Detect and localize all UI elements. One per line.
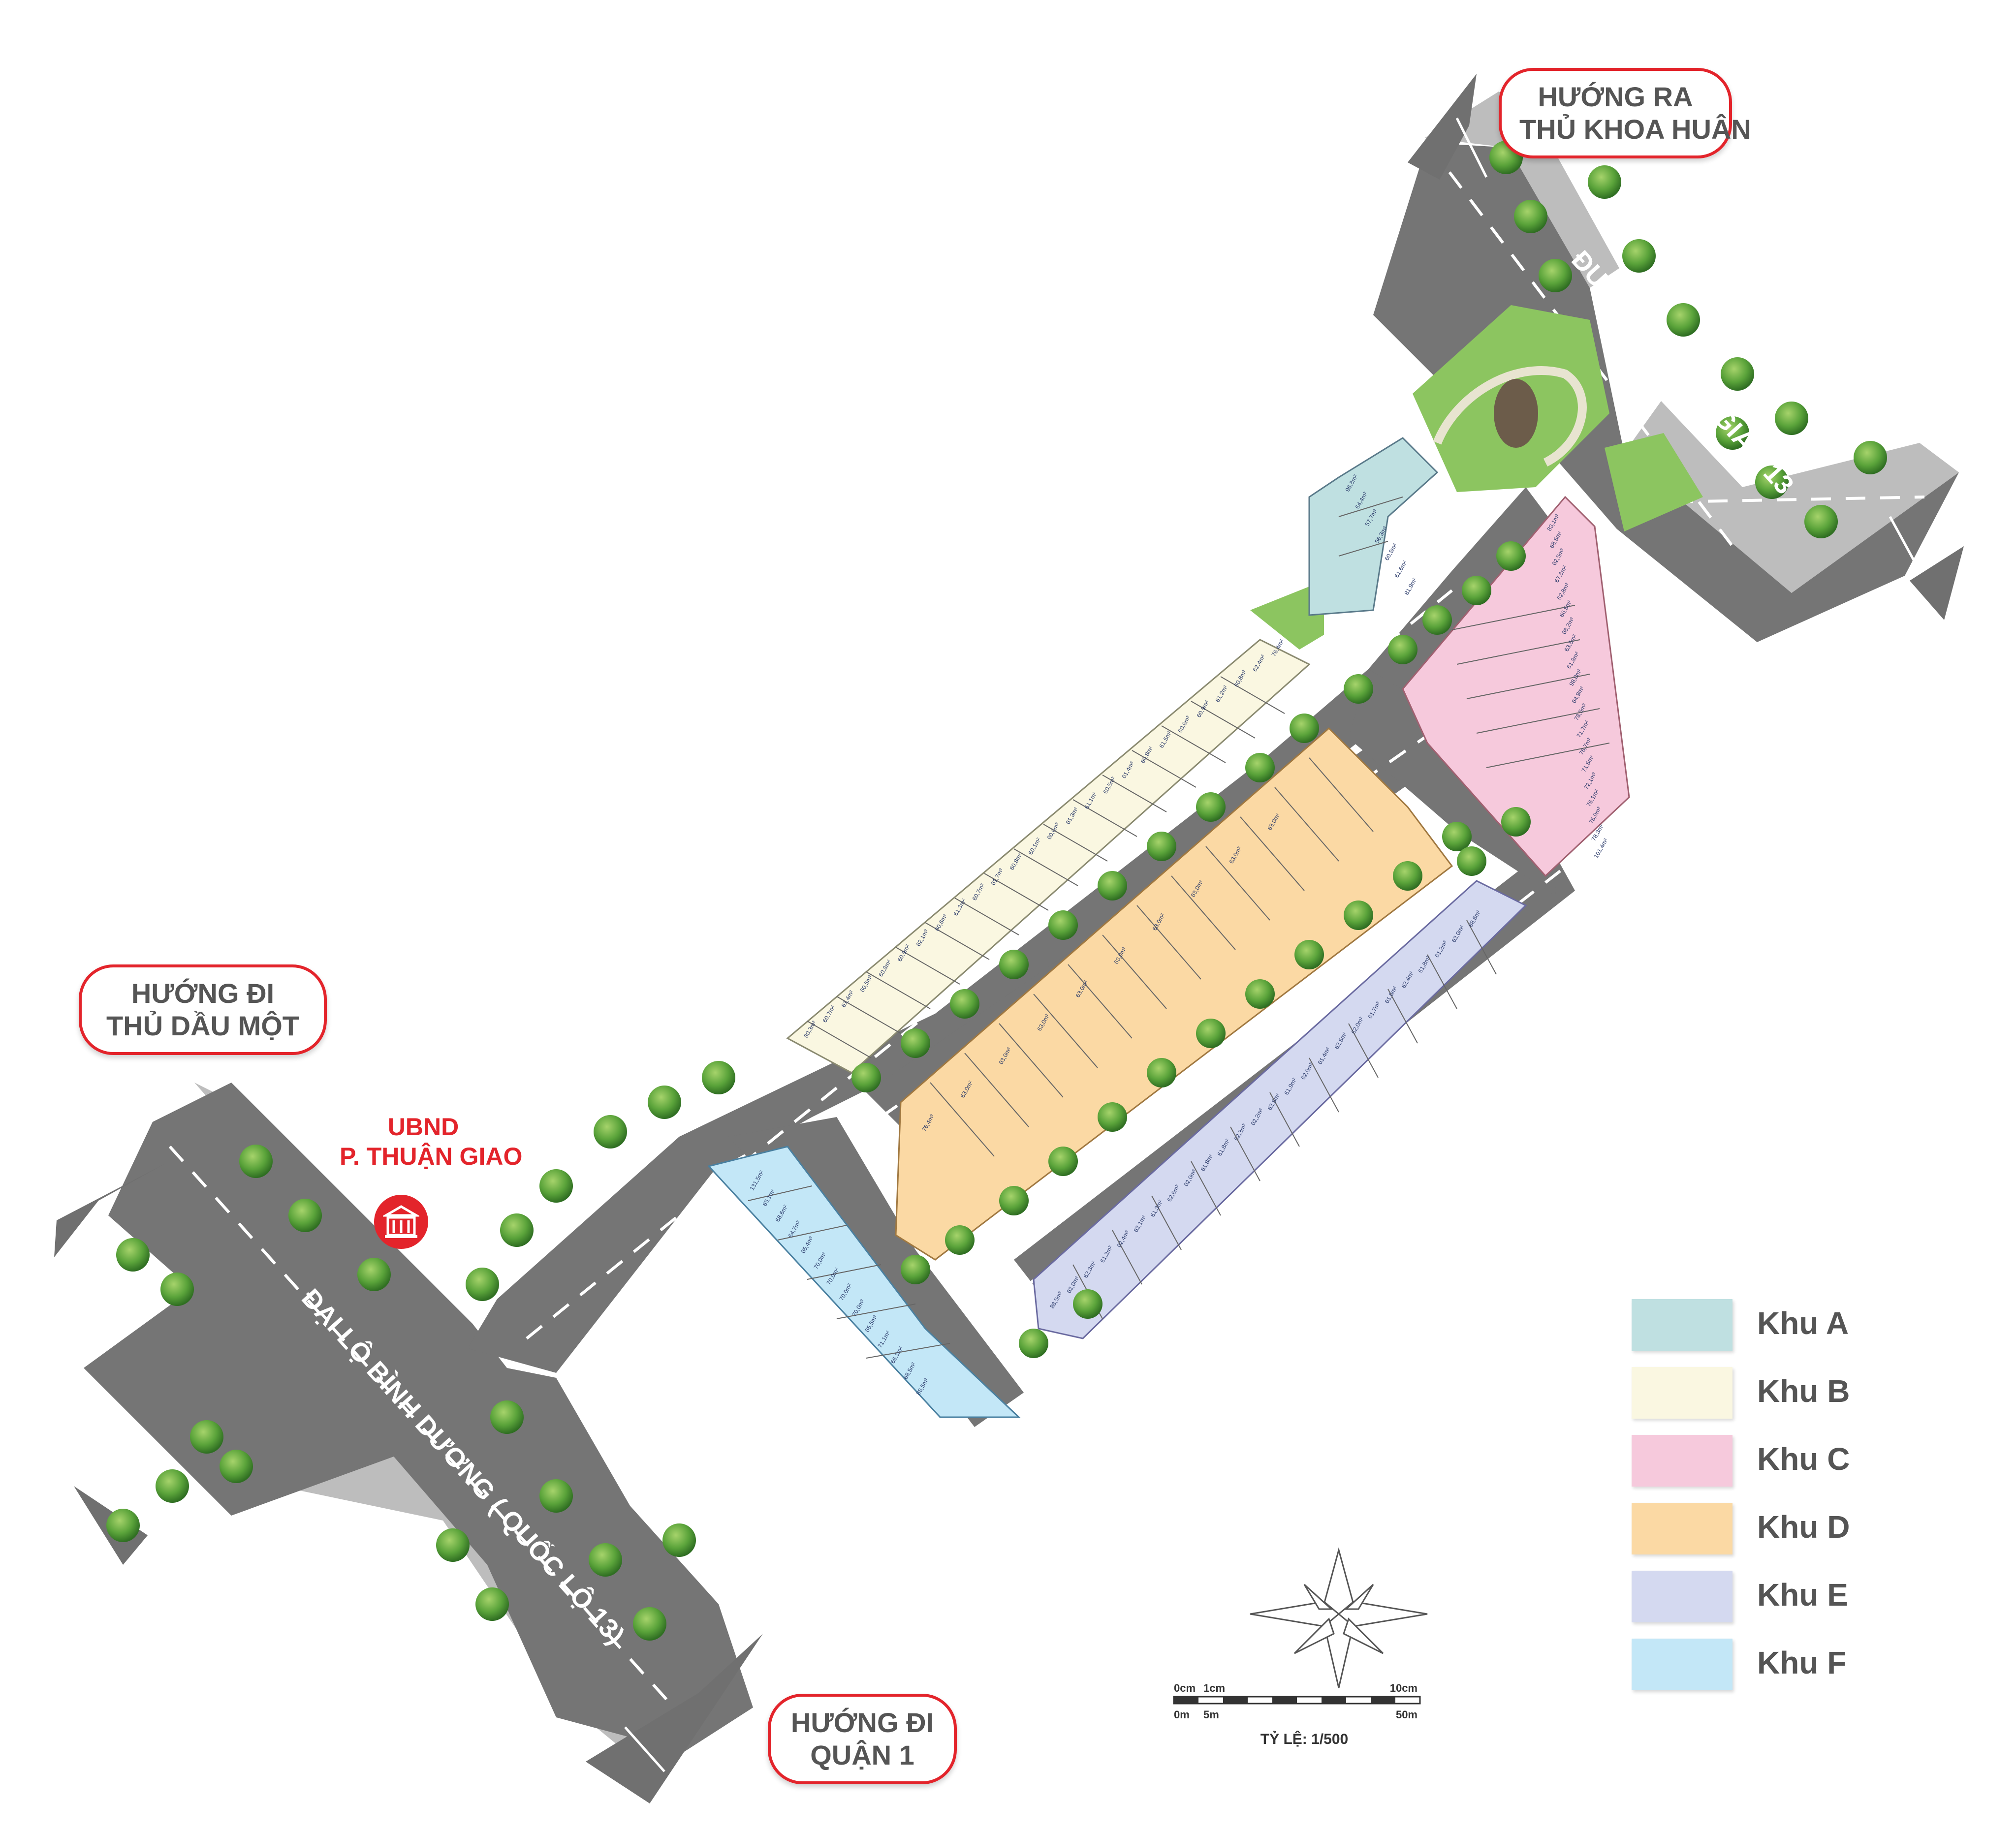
road-internal-north	[468, 487, 1555, 1373]
scale-title: TỶ LỆ: 1/500	[1260, 1731, 1349, 1747]
direction-callout-thu-khoa-huan: HƯỚNG RA THỦ KHOA HUÂN	[1499, 68, 1751, 158]
zone-legend: Khu A Khu B Khu C Khu D Khu E Khu F	[1632, 1299, 1907, 1707]
scale-bottom-tick: 0m	[1174, 1708, 1190, 1721]
lot-area-label: 81,9m²	[1403, 577, 1418, 596]
callout-line: THỦ DẦU MỘT	[106, 1010, 299, 1041]
zone-f-block	[707, 1146, 1021, 1418]
callout-line: HƯỚNG ĐI	[131, 978, 275, 1009]
direction-callout-quan-1: HƯỚNG ĐI QUẬN 1	[768, 1694, 957, 1784]
legend-item: Khu B	[1632, 1367, 1907, 1435]
legend-swatch	[1632, 1367, 1732, 1419]
scale-ticks: 0cm 1cm 10cm 0m 5m 50m	[1174, 1682, 1418, 1721]
legend-swatch	[1632, 1639, 1732, 1690]
ubnd-line: UBND	[387, 1113, 459, 1141]
direction-arrows	[54, 74, 1964, 1803]
scale-top-tick: 1cm	[1203, 1682, 1225, 1694]
callout-line: HƯỚNG RA	[1538, 81, 1693, 112]
zone-a-block	[1308, 437, 1439, 616]
zone-d-block	[895, 727, 1453, 1261]
callout-line: THỦ KHOA HUÂN	[1519, 114, 1751, 145]
legend-label: Khu A	[1757, 1305, 1849, 1341]
legend-item: Khu F	[1632, 1639, 1907, 1707]
compass-rose	[1250, 1547, 1428, 1688]
legend-swatch	[1632, 1503, 1732, 1554]
callout-line: HƯỚNG ĐI	[790, 1707, 934, 1738]
lot-lines	[748, 497, 1610, 1359]
arrow-west	[54, 1164, 165, 1257]
road-binh-duong	[84, 1083, 753, 1752]
scale-bar	[1173, 1696, 1421, 1705]
zone-b-block	[786, 639, 1311, 1074]
legend-item: Khu C	[1632, 1435, 1907, 1503]
trees	[106, 106, 1887, 1641]
legend-label: Khu C	[1757, 1441, 1850, 1477]
legend-label: Khu E	[1757, 1577, 1848, 1613]
callout-line: QUẬN 1	[810, 1739, 914, 1770]
arrow-northwest	[1408, 74, 1477, 180]
legend-swatch	[1632, 1435, 1732, 1487]
legend-item: Khu E	[1632, 1571, 1907, 1639]
scale-bottom-tick: 50m	[1396, 1708, 1418, 1721]
legend-label: Khu D	[1757, 1509, 1850, 1545]
lot-area-label: 60,8m²	[1383, 542, 1398, 561]
scale-bottom-tick: 5m	[1203, 1708, 1219, 1721]
zone-c-block	[1402, 496, 1630, 877]
legend-swatch	[1632, 1299, 1732, 1351]
legend-label: Khu B	[1757, 1373, 1850, 1409]
arrow-south	[586, 1634, 763, 1803]
scale-top-tick: 0cm	[1174, 1682, 1196, 1694]
park	[1250, 305, 1703, 650]
scale-top-tick: 10cm	[1390, 1682, 1418, 1694]
government-building-icon	[374, 1195, 428, 1249]
legend-swatch	[1632, 1571, 1732, 1622]
legend-item: Khu D	[1632, 1503, 1907, 1571]
road-thuan-giao-13	[1373, 143, 1959, 642]
ubnd-label: UBND P. THUẬN GIAO	[340, 1112, 523, 1171]
legend-item: Khu A	[1632, 1299, 1907, 1367]
lot-area-label: 61,6m²	[1393, 559, 1408, 579]
legend-label: Khu F	[1757, 1645, 1847, 1680]
direction-callout-thu-dau-mot: HƯỚNG ĐI THỦ DẦU MỘT	[79, 964, 327, 1055]
ubnd-line: P. THUẬN GIAO	[340, 1143, 523, 1170]
road-connector-east	[1349, 669, 1560, 896]
arrow-northeast	[1910, 546, 1964, 620]
